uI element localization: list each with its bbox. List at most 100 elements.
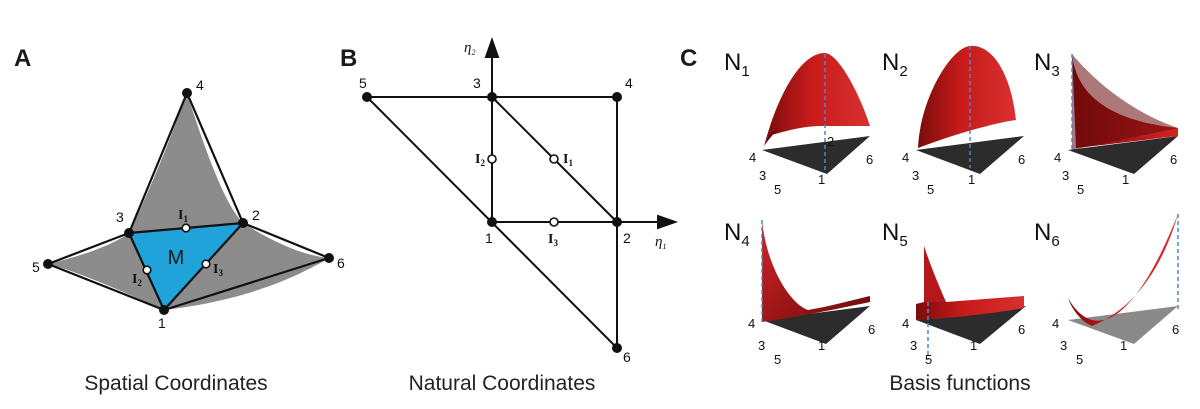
basis-n2-tick-6: 6 [1018,152,1025,167]
basis-n2-tick-1: 1 [968,172,975,187]
nat-node-2 [612,217,622,227]
basis-n1-tick-6: 6 [866,152,873,167]
basis-n2-surface [918,45,1016,148]
node-2 [238,218,248,228]
basis-n4-surface [762,220,870,322]
basis-n1-tick-4: 4 [749,150,756,165]
nat-ip-marker-1 [549,154,559,164]
spatial-label-3: 3 [116,209,124,225]
basis-n4-tick-4: 4 [748,316,755,331]
basis-n3-tick-4: 4 [1054,150,1061,165]
basis-n3-tick-5: 5 [1077,182,1084,197]
basis-n5: N5 4 3 5 1 6 [882,219,1026,367]
basis-n6-tick-1: 1 [1120,338,1127,353]
nat-label-1: 1 [485,230,493,246]
basis-n1: N1 4 3 5 1 6 2 [724,49,873,197]
ip-marker-1 [181,223,191,233]
spatial-ip-label-3: I3 [213,262,223,278]
axis-eta1-label: η1 [655,234,666,251]
basis-n4-tick-6: 6 [868,322,875,337]
nat-label-3: 3 [473,75,481,91]
nat-ip-label-2: I2 [475,152,485,168]
ip-marker-2 [142,265,152,275]
panel-c-letter: C [680,45,697,72]
basis-n3-tick-3: 3 [1062,168,1069,183]
nat-ip-marker-2 [487,154,497,164]
basis-n2-base [916,136,1024,174]
nat-ip-label-3: I3 [548,232,558,248]
basis-n6-tick-3: 3 [1060,338,1067,353]
spatial-ip-label-2: I2 [132,272,142,288]
basis-n4-tick-1: 1 [818,338,825,353]
basis-n6-tick-6: 6 [1172,322,1179,337]
nat-label-5: 5 [359,75,367,91]
panel-b-caption: Natural Coordinates [409,372,596,395]
spatial-ip-markers [142,223,211,275]
panel-a: A 4 2 3 5 [14,45,345,395]
basis-n1-title: N1 [724,49,750,80]
panel-a-caption: Spatial Coordinates [84,372,267,395]
basis-n3-tick-1: 1 [1122,172,1129,187]
node-5 [43,259,53,269]
nat-node-1 [487,217,497,227]
node-1 [159,305,169,315]
basis-n3-base [1068,136,1178,174]
ip-marker-3 [201,259,211,269]
panel-b-letter: B [340,45,357,72]
basis-n4: N4 4 3 5 1 6 [724,219,875,367]
node-6 [324,253,334,263]
node-3 [124,228,134,238]
basis-n2-tick-3: 3 [912,168,919,183]
natural-axes [484,36,679,230]
panel-c: C N1 4 3 5 1 6 2 N2 4 3 5 1 6 [680,45,1179,395]
basis-n6: N6 4 3 5 1 6 [1034,214,1179,367]
basis-n1-tick-5: 5 [774,182,781,197]
basis-n6-title: N6 [1034,219,1060,250]
basis-n2: N2 4 3 5 1 6 [882,45,1025,197]
spatial-label-1: 1 [158,315,166,331]
spatial-label-4: 4 [196,77,204,93]
basis-n3-tick-6: 6 [1170,152,1177,167]
natural-nodes [362,92,622,353]
basis-n1-tick-1: 1 [818,172,825,187]
panel-c-caption: Basis functions [889,372,1030,395]
axis-eta2-arrow [484,36,500,58]
spatial-region [48,93,329,310]
nat-ip-marker-3 [549,217,559,227]
node-4 [182,88,192,98]
element-label-m: M [168,247,185,269]
spatial-ip-label-1: I1 [178,208,188,224]
basis-n2-tick-4: 4 [902,150,909,165]
basis-n6-tick-4: 4 [1052,316,1059,331]
basis-n1-tick-3: 3 [759,168,766,183]
basis-n4-base [762,306,870,344]
basis-n3-title: N3 [1034,49,1060,80]
basis-n4-tick-3: 3 [758,338,765,353]
nat-label-6: 6 [623,349,631,365]
basis-n3: N3 4 3 5 1 6 [1034,49,1178,197]
basis-n6-tick-5: 5 [1076,352,1083,367]
basis-n5-tick-5: 5 [925,352,932,367]
nat-label-4: 4 [625,75,633,91]
axis-eta2-label: η2 [464,40,475,57]
spatial-label-2: 2 [252,207,260,223]
basis-n5-title: N5 [882,219,908,250]
nat-node-4 [612,92,622,102]
basis-n4-tick-5: 5 [774,352,781,367]
basis-n4-title: N4 [724,219,750,250]
basis-n6-base [1068,306,1178,344]
basis-n5-tick-1: 1 [970,338,977,353]
nat-node-5 [362,92,372,102]
spatial-label-5: 5 [32,259,40,275]
basis-n2-tick-5: 5 [927,182,934,197]
basis-n2-title: N2 [882,49,908,80]
basis-n1-surface [764,52,870,146]
basis-n6-surface [1068,214,1178,326]
element-m [129,223,243,310]
basis-n5-tick-4: 4 [902,316,909,331]
natural-ip-markers [487,154,559,227]
basis-n5-tick-6: 6 [1018,322,1025,337]
spatial-nodes [43,88,334,315]
nat-node-3 [487,92,497,102]
